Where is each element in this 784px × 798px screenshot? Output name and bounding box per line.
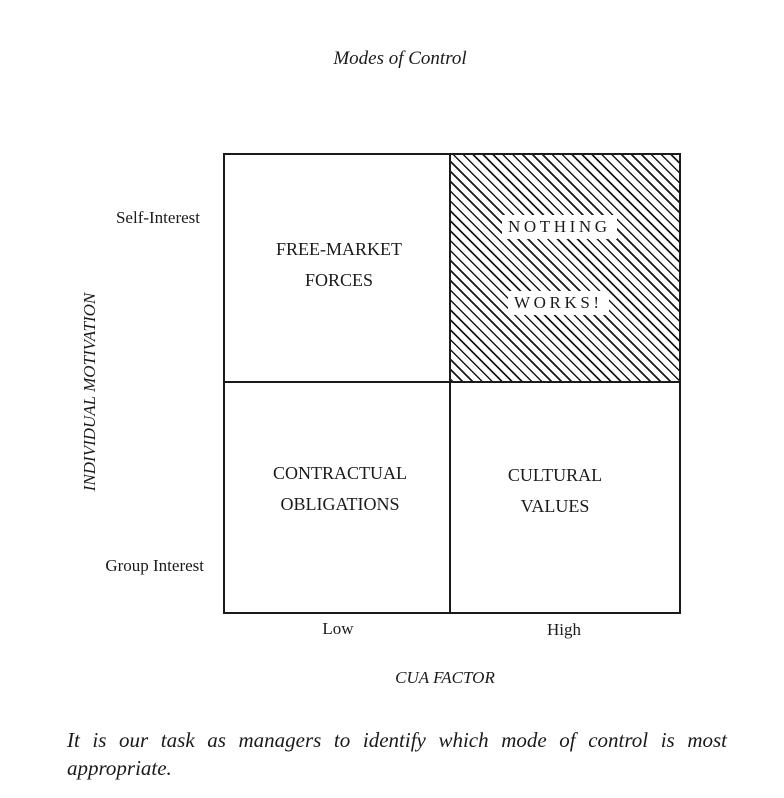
- y-axis-high-label: Self-Interest: [115, 208, 200, 227]
- quadrant-bottom-right: CULTURAL VALUES: [455, 460, 655, 522]
- quadrant-bottom-left-line1: CONTRACTUAL: [273, 463, 407, 483]
- diagram-title: Modes of Control: [333, 48, 467, 69]
- quadrant-top-left: FREE-MARKET FORCES: [239, 234, 439, 296]
- hatched-quadrant: [451, 155, 679, 381]
- x-axis-low-label: Low: [322, 619, 354, 638]
- quadrant-top-left-line2: FORCES: [304, 270, 374, 290]
- quadrant-bottom-left-line2: OBLIGATIONS: [280, 494, 400, 514]
- grid-horizontal-divider: [223, 381, 681, 383]
- x-axis-high-label: High: [547, 620, 581, 639]
- quadrant-top-left-line1: FREE-MARKET: [276, 239, 402, 259]
- grid-vertical-divider: [449, 153, 451, 614]
- quadrant-bottom-right-line1: CULTURAL: [507, 465, 603, 485]
- y-axis-low-label: Group Interest: [105, 556, 204, 575]
- x-axis-title: CUA FACTOR: [395, 668, 495, 687]
- caption: It is our task as managers to identify w…: [67, 728, 727, 780]
- quadrant-bottom-left: CONTRACTUAL OBLIGATIONS: [240, 458, 440, 520]
- quadrant-grid: [223, 153, 681, 614]
- quadrant-top-right-line1: NOTHING: [502, 215, 617, 239]
- quadrant-top-right-line2: WORKS!: [508, 291, 609, 315]
- quadrant-bottom-right-line2: VALUES: [520, 496, 590, 516]
- y-axis-title: INDIVIDUAL MOTIVATION: [80, 292, 99, 492]
